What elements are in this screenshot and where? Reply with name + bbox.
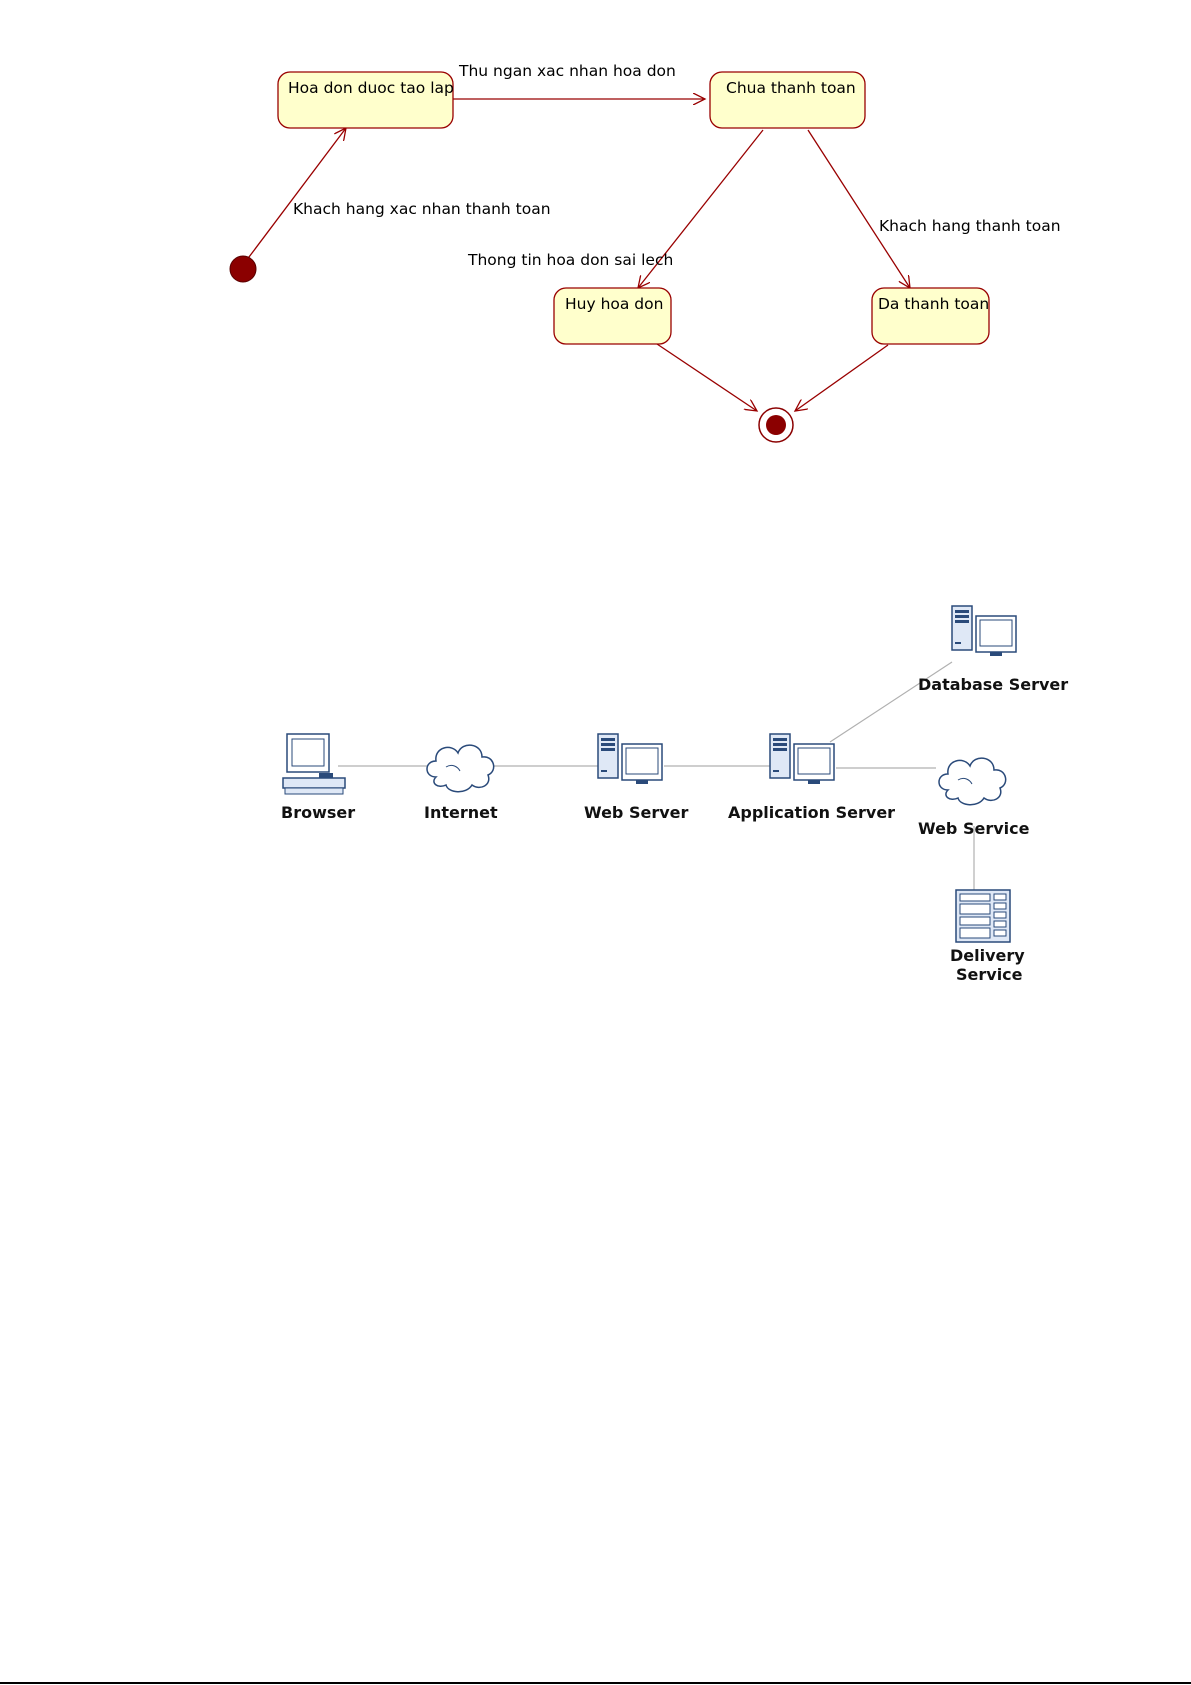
node-label-delivery-line1: Delivery: [950, 946, 1025, 965]
database-server-icon: [952, 606, 1016, 656]
node-label-web-service: Web Service: [918, 819, 1030, 838]
internet-cloud-icon: [427, 745, 494, 792]
node-label-browser: Browser: [281, 803, 355, 822]
transition-label-customer-confirm: Khach hang xac nhan thanh toan: [293, 200, 551, 218]
node-label-application-server: Application Server: [728, 803, 895, 822]
transition-unpaid-to-paid: [808, 130, 910, 288]
state-unpaid-label: Chua thanh toan: [726, 79, 856, 97]
transition-label-cashier-confirm: Thu ngan xac nhan hoa don: [458, 62, 676, 80]
state-created-label: Hoa don duoc tao lap: [288, 79, 454, 97]
transition-paid-to-end: [795, 345, 888, 411]
transition-label-wrong-info: Thong tin hoa don sai lech: [467, 251, 673, 269]
state-created: Hoa don duoc tao lap: [278, 72, 454, 128]
application-server-icon: [770, 734, 834, 784]
deployment-diagram: Browser Internet Web Server Application …: [281, 606, 1068, 984]
initial-state-dot: [230, 256, 256, 282]
web-server-icon: [598, 734, 662, 784]
transition-label-customer-pays: Khach hang thanh toan: [879, 217, 1061, 235]
link-appserver-database: [830, 662, 952, 742]
node-label-internet: Internet: [424, 803, 498, 822]
node-label-database-server: Database Server: [918, 675, 1068, 694]
node-label-web-server: Web Server: [584, 803, 689, 822]
delivery-server-rack-icon: [956, 890, 1010, 942]
transition-start-to-created: [246, 128, 346, 261]
state-unpaid: Chua thanh toan: [710, 72, 865, 128]
web-service-cloud-icon: [939, 758, 1006, 805]
node-label-delivery-line2: Service: [956, 965, 1023, 984]
state-cancelled-label: Huy hoa don: [565, 295, 663, 313]
state-cancelled: Huy hoa don: [554, 288, 671, 344]
browser-computer-icon: [283, 734, 345, 794]
state-paid: Da thanh toan: [872, 288, 989, 344]
state-paid-label: Da thanh toan: [878, 295, 989, 313]
state-diagram: Hoa don duoc tao lap Chua thanh toan Huy…: [230, 62, 1061, 442]
transition-cancelled-to-end: [657, 344, 757, 411]
final-state-marker: [759, 408, 793, 442]
